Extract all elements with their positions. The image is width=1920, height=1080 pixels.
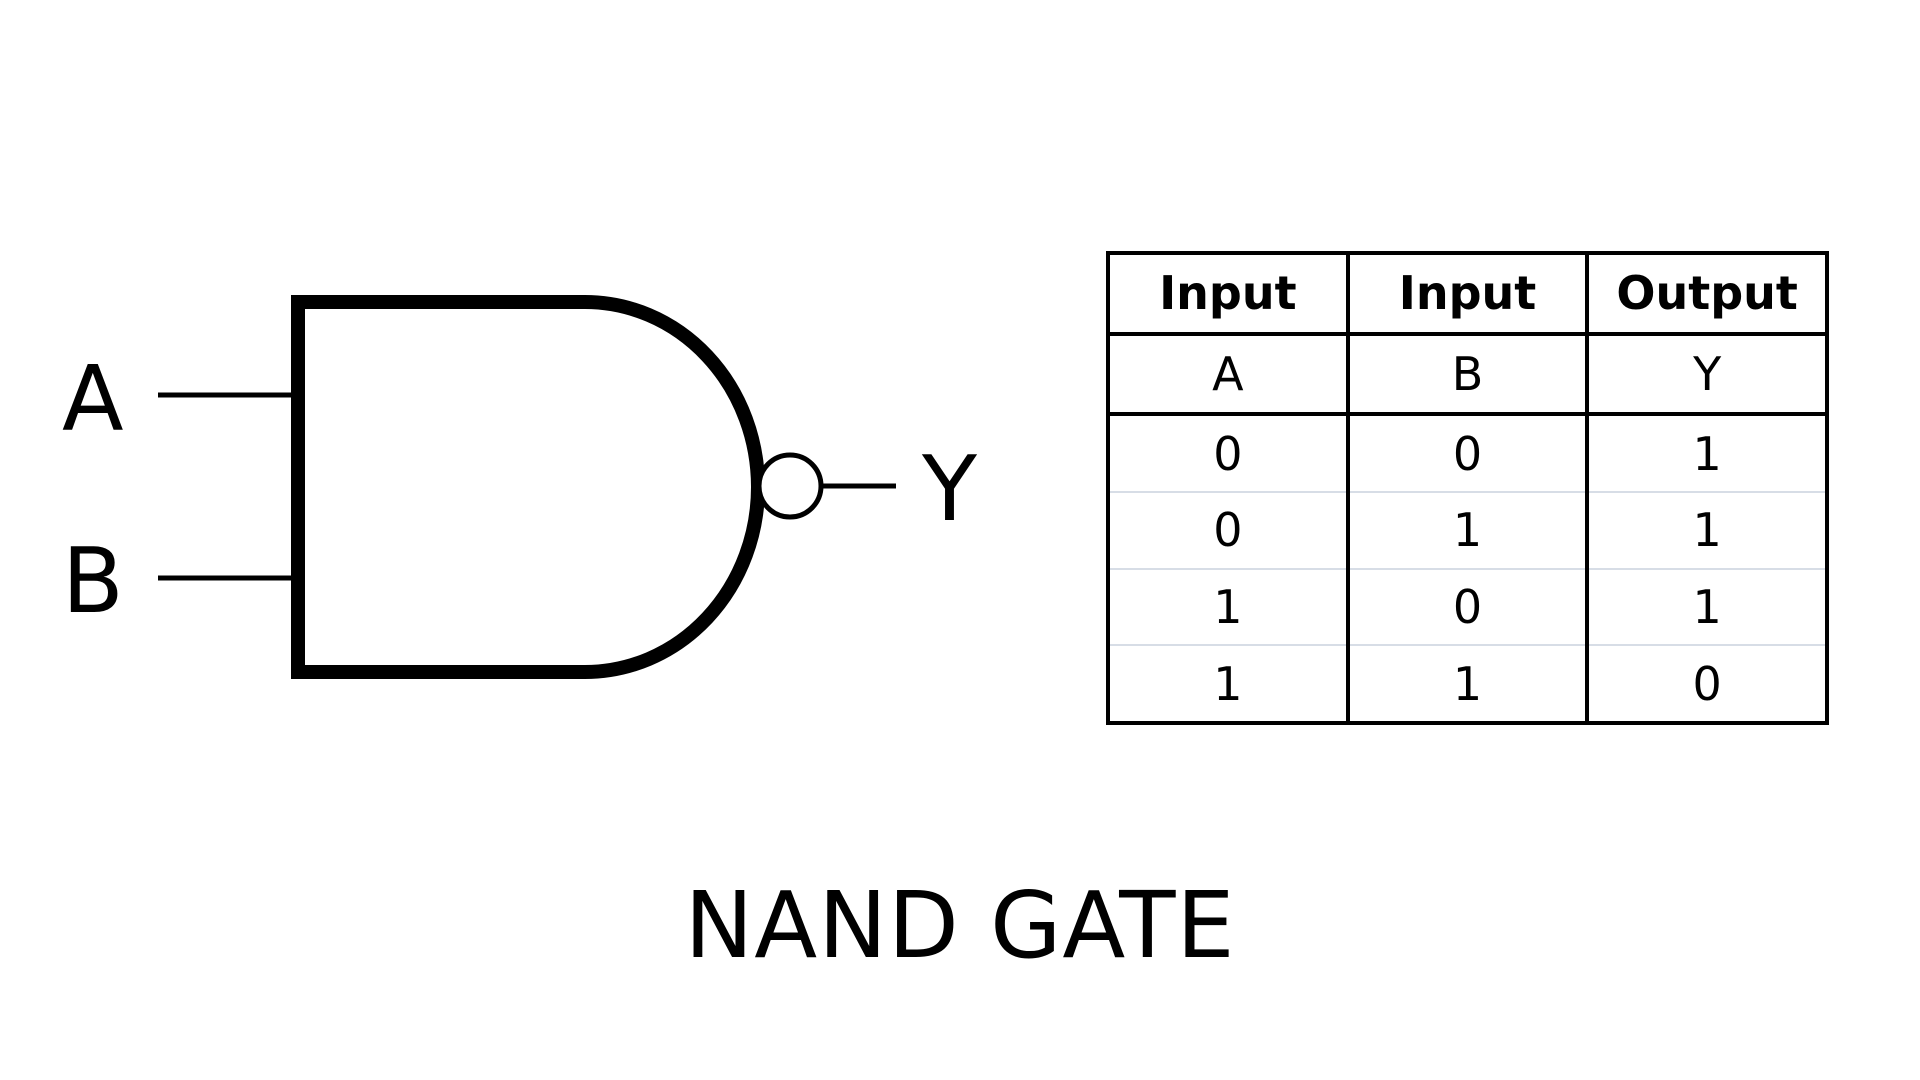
table-cell: 1 <box>1585 412 1829 493</box>
table-cell: 1 <box>1585 567 1829 647</box>
truth-table-subheader-row: A B Y <box>1106 331 1829 417</box>
header-output: Output <box>1585 251 1829 336</box>
diagram-caption: NAND GATE <box>684 872 1236 979</box>
table-row: 0 1 1 <box>1106 491 1829 570</box>
input-b-label: B <box>62 529 124 634</box>
subheader-y: Y <box>1585 331 1829 417</box>
output-y-label: Y <box>921 437 978 542</box>
table-row: 1 1 0 <box>1106 644 1829 725</box>
truth-table-header-row: Input Input Output <box>1106 251 1829 336</box>
table-cell: 1 <box>1106 644 1350 725</box>
table-cell: 1 <box>1345 491 1590 570</box>
input-a-label: A <box>62 347 124 452</box>
table-cell: 0 <box>1106 491 1350 570</box>
subheader-a: A <box>1106 331 1350 417</box>
subheader-b: B <box>1345 331 1590 417</box>
truth-table: Input Input Output A B Y 0 0 1 0 1 1 1 0… <box>1106 251 1829 725</box>
truth-table-container: Input Input Output A B Y 0 0 1 0 1 1 1 0… <box>1106 251 1829 725</box>
table-cell: 0 <box>1345 567 1590 647</box>
header-input-a: Input <box>1106 251 1350 336</box>
table-cell: 1 <box>1345 644 1590 725</box>
nand-gate-body <box>291 295 765 679</box>
table-row: 0 0 1 <box>1106 412 1829 493</box>
table-cell: 0 <box>1585 644 1829 725</box>
table-cell: 0 <box>1345 412 1590 493</box>
table-cell: 1 <box>1106 567 1350 647</box>
inversion-bubble <box>756 452 824 520</box>
table-row: 1 0 1 <box>1106 567 1829 647</box>
table-cell: 0 <box>1106 412 1350 493</box>
table-cell: 1 <box>1585 491 1829 570</box>
header-input-b: Input <box>1345 251 1590 336</box>
